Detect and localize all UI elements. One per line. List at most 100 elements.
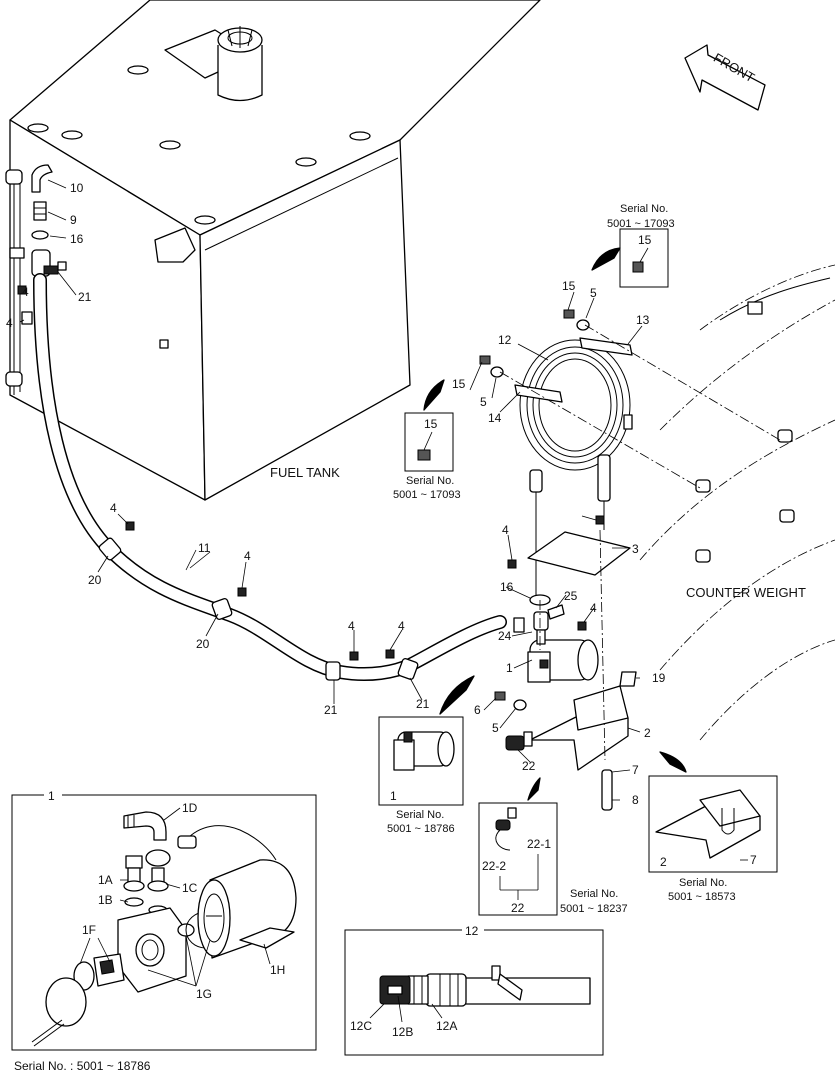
callout-11: 11 [198, 541, 211, 555]
detail-part-label: 15 [638, 233, 652, 247]
callout-20: 20 [88, 573, 102, 587]
serial-note-pump: 1 Serial No. 5001 ~ 18786 [378, 675, 475, 835]
bolt-15 [479, 309, 575, 365]
callout-20: 20 [196, 637, 210, 651]
pump-bolt-6-washer-5 [494, 691, 527, 711]
callout-labels: 10 9 16 21 4 4 15 5 13 12 15 5 14 4 20 1… [6, 181, 666, 807]
callout-5: 5 [480, 395, 487, 409]
harness-22 [505, 731, 533, 751]
callout-10: 10 [70, 181, 84, 195]
serial-range: 5001 ~ 18786 [387, 823, 455, 835]
callout-25: 25 [564, 589, 578, 603]
coil-bracket [514, 337, 633, 430]
serial-label: Serial No. [620, 203, 668, 215]
inset-part-12B: 12B [392, 1025, 413, 1039]
inset-part-12C: 12C [350, 1019, 372, 1033]
inset-hose-end: 12 12C 12B 12A [344, 924, 604, 1056]
callout-15: 15 [452, 377, 466, 391]
inset-part-1G: 1G [196, 987, 212, 1001]
coiled-line [519, 339, 631, 600]
callout-4: 4 [590, 601, 597, 615]
serial-label: Serial No. [570, 888, 618, 900]
callout-12: 12 [498, 333, 512, 347]
pump-mount-bracket-2 [529, 685, 629, 771]
serial-note-harness: 22-1 22-2 22 Serial No. 5001 ~ 18237 [478, 777, 628, 916]
serial-range: 5001 ~ 17093 [393, 489, 461, 501]
callout-14: 14 [488, 411, 502, 425]
inset-title: 12 [465, 924, 479, 938]
part-19 [619, 671, 637, 687]
detail-part-label: 1 [390, 789, 397, 803]
serial-label: Serial No. [396, 809, 444, 821]
leader-lines [19, 179, 643, 801]
bolt-icon [17, 285, 605, 661]
counter-weight-label: COUNTER WEIGHT [686, 585, 806, 600]
callout-19: 19 [652, 671, 666, 685]
callout-4: 4 [6, 316, 13, 330]
washer-5 [490, 319, 590, 378]
callout-21: 21 [324, 703, 338, 717]
harness-part-22-1: 22-1 [527, 837, 551, 851]
callout-2: 2 [644, 726, 651, 740]
inset-part-1H: 1H [270, 963, 285, 977]
callout-16: 16 [70, 232, 84, 246]
inset-title: 1 [48, 789, 55, 803]
inset-part-1D: 1D [182, 801, 198, 815]
element-8 [601, 769, 613, 811]
callout-5: 5 [492, 721, 499, 735]
hose-clamp-21b [397, 658, 419, 680]
inset-part-1B: 1B [98, 893, 113, 907]
serial-label: Serial No. [406, 475, 454, 487]
callout-9: 9 [70, 213, 77, 227]
detail-box [619, 228, 669, 288]
inset-part-12A: 12A [436, 1019, 457, 1033]
detail-box [404, 412, 454, 472]
hose-clamp-20a [98, 537, 122, 561]
callout-6: 6 [474, 703, 481, 717]
counter-weight [639, 264, 835, 741]
callout-24: 24 [498, 629, 512, 643]
callout-1: 1 [506, 661, 513, 675]
serial-note-upper-right: Serial No. 5001 ~ 17093 15 [591, 203, 675, 288]
fitting-16-25-24 [513, 594, 565, 645]
fuel-pump-1 [527, 639, 599, 683]
serial-label: Serial No. [679, 877, 727, 889]
callout-5: 5 [590, 286, 597, 300]
callout-4: 4 [502, 523, 509, 537]
bracket-part-7: 7 [750, 853, 757, 867]
inset-pump-footer: Serial No. : 5001 ~ 18786 [14, 1059, 151, 1073]
callout-4: 4 [244, 549, 251, 563]
callout-21: 21 [78, 290, 92, 304]
hose-clamp-20b [211, 598, 233, 620]
callout-22: 22 [522, 759, 536, 773]
inset-part-1C: 1C [182, 881, 198, 895]
harness-part-22: 22 [511, 901, 525, 915]
fitting-nipple [33, 201, 47, 221]
bracket-part-2: 2 [660, 855, 667, 869]
fuel-tank [5, 0, 541, 501]
serial-range: 5001 ~ 18573 [668, 891, 736, 903]
callout-4: 4 [398, 619, 405, 633]
callout-21: 21 [416, 697, 430, 711]
detail-part-label: 15 [424, 417, 438, 431]
callout-7: 7 [632, 763, 639, 777]
serial-range: 5001 ~ 17093 [607, 218, 675, 230]
inset-part-1A: 1A [98, 873, 113, 887]
hose-clamp-fitting [31, 249, 67, 277]
fitting-washer [31, 230, 49, 240]
serial-note-bracket: 2 7 Serial No. 5001 ~ 18573 [648, 751, 778, 903]
pump-bracket-3 [527, 531, 631, 576]
callout-16: 16 [500, 580, 514, 594]
callout-4: 4 [22, 285, 29, 299]
serial-range: 5001 ~ 18237 [560, 903, 628, 915]
hose-clamp-21a [325, 661, 341, 681]
inset-part-1F: 1F [82, 923, 96, 937]
callout-8: 8 [632, 793, 639, 807]
callout-4: 4 [110, 501, 117, 515]
fitting-elbow [31, 164, 53, 193]
callout-4: 4 [348, 619, 355, 633]
callout-3: 3 [632, 542, 639, 556]
inset-pump-exploded: 1 [11, 789, 317, 1051]
callout-15: 15 [562, 279, 576, 293]
